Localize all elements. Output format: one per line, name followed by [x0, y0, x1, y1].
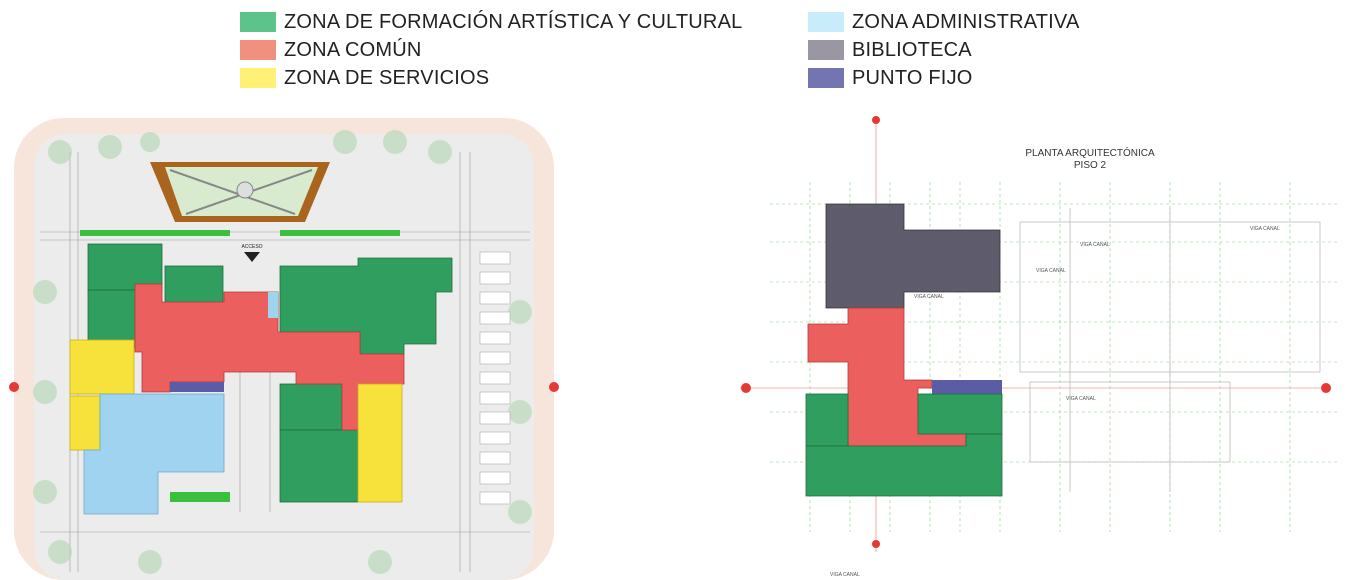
plaza-center [236, 181, 254, 199]
site-plan-first-floor: ACCESO [0, 112, 572, 580]
annotation-viga-canal-3: VIGA CANAL [1036, 268, 1066, 274]
zone-library [825, 203, 1001, 309]
legend-item-admin: ZONA ADMINISTRATIVA [808, 10, 1080, 34]
zone-cultural [87, 243, 453, 503]
axis-marker-top-2 [872, 116, 880, 124]
legend-item-library: BIBLIOTECA [808, 38, 972, 62]
zone-admin [83, 393, 225, 515]
zone-fixed-point [170, 382, 224, 392]
plan-annotations: VIGA CANAL VIGA CANAL VIGA CANAL VIGA CA… [830, 226, 1280, 578]
zone-services [69, 339, 403, 503]
legend-item-common: ZONA COMÚN [240, 38, 422, 62]
legend-label-library: BIBLIOTECA [852, 38, 972, 61]
legend-swatch-common [240, 40, 276, 60]
axis-marker-left-2 [741, 383, 751, 393]
zone-cultural-2 [805, 393, 1003, 497]
legend-item-services: ZONA DE SERVICIOS [240, 66, 489, 90]
zone-admin-small [268, 292, 278, 318]
floor-plan-second-floor: PLANTA ARQUITECTÓNICA PISO 2 [730, 112, 1348, 580]
hedges [80, 230, 400, 502]
trees [33, 130, 532, 574]
plan-title-line1: PLANTA ARQUITECTÓNICA [1025, 148, 1155, 159]
axis-marker-right [549, 382, 559, 392]
legend-label-admin: ZONA ADMINISTRATIVA [852, 10, 1080, 33]
access-marker [244, 252, 260, 262]
legend-swatch-fixed-point [808, 68, 844, 88]
legend: ZONA DE FORMACIÓN ARTÍSTICA Y CULTURAL Z… [0, 8, 1348, 98]
annotation-viga-canal-2: VIGA CANAL [1250, 226, 1280, 232]
roof-outline [1019, 208, 1321, 492]
legend-label-services: ZONA DE SERVICIOS [284, 66, 490, 89]
legend-item-cultural: ZONA DE FORMACIÓN ARTÍSTICA Y CULTURAL [240, 10, 742, 34]
site-plan-drawing: ACCESO [9, 118, 559, 580]
legend-swatch-services [240, 68, 276, 88]
legend-label-fixed-point: PUNTO FIJO [852, 66, 973, 89]
legend-swatch-cultural [240, 12, 276, 32]
access-label: ACCESO [241, 244, 262, 250]
axis-marker-right-2 [1321, 383, 1331, 393]
floor-plan-drawing: VIGA CANAL VIGA CANAL VIGA CANAL VIGA CA… [740, 116, 1340, 578]
annotation-viga-canal-1: VIGA CANAL [1080, 242, 1110, 248]
legend-label-common: ZONA COMÚN [284, 38, 422, 61]
zone-fixed-point-2 [932, 380, 1002, 394]
legend-swatch-admin [808, 12, 844, 32]
legend-label-cultural: ZONA DE FORMACIÓN ARTÍSTICA Y CULTURAL [284, 10, 743, 33]
road-lines [40, 152, 530, 572]
legend-swatch-library [808, 40, 844, 60]
plan-title-line2: PISO 2 [1073, 160, 1107, 171]
legend-item-fixed-point: PUNTO FIJO [808, 66, 973, 90]
axis-marker-left [9, 382, 19, 392]
annotation-viga-canal-4: VIGA CANAL [914, 294, 944, 300]
parking-bays [479, 251, 511, 505]
axis-marker-bottom-2 [872, 540, 880, 548]
plan-title: PLANTA ARQUITECTÓNICA PISO 2 [1000, 148, 1180, 172]
annotation-viga-canal-5: VIGA CANAL [1066, 396, 1096, 402]
annotation-viga-canal-6: VIGA CANAL [830, 572, 860, 578]
